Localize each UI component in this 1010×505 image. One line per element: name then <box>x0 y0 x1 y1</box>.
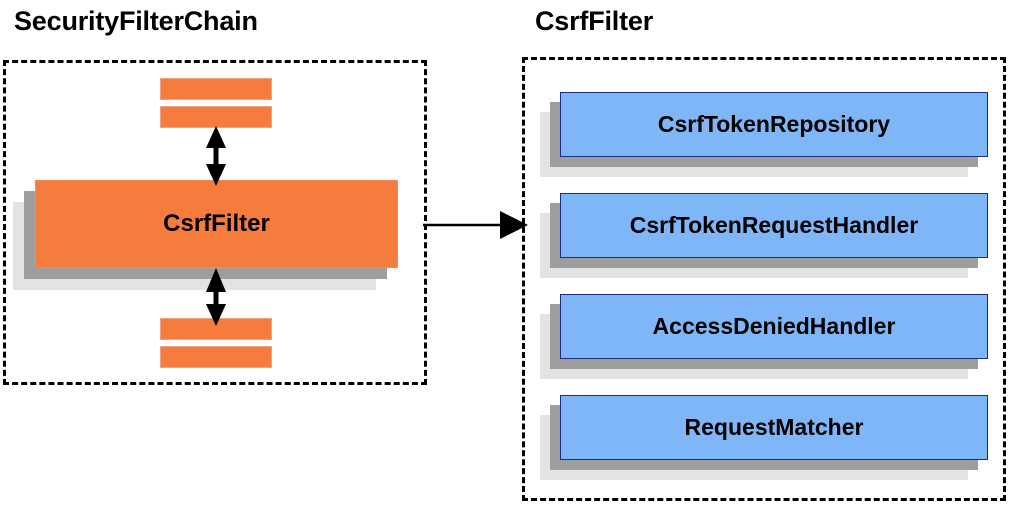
node-label: CsrfTokenRepository <box>657 111 891 137</box>
page-title-security-filter-chain: SecurityFilterChain <box>14 6 258 36</box>
panel-security-filter-chain <box>3 60 427 385</box>
filter-stub-above-1 <box>160 78 272 100</box>
node-label: AccessDeniedHandler <box>652 313 896 339</box>
node-face: CsrfFilter <box>35 180 398 268</box>
page-title-csrf-filter: CsrfFilter <box>535 6 654 36</box>
node-csrf-token-repository[interactable]: CsrfTokenRepository <box>540 92 988 177</box>
node-csrf-token-request-handler[interactable]: CsrfTokenRequestHandler <box>540 193 988 278</box>
arrow-chain-to-detail <box>423 211 528 239</box>
node-label: CsrfFilter <box>163 210 270 237</box>
node-access-denied-handler[interactable]: AccessDeniedHandler <box>540 294 988 379</box>
node-face: RequestMatcher <box>560 395 988 460</box>
node-face: CsrfTokenRequestHandler <box>560 193 988 258</box>
filter-stub-above-2 <box>160 106 272 128</box>
filter-stub-below-2 <box>160 346 272 368</box>
node-label: CsrfTokenRequestHandler <box>629 212 919 238</box>
node-face: AccessDeniedHandler <box>560 294 988 359</box>
node-label: RequestMatcher <box>684 414 864 440</box>
panel-csrf-filter-detail <box>522 57 1006 501</box>
filter-stub-below-1 <box>160 318 272 340</box>
node-csrf-filter[interactable]: CsrfFilter <box>13 180 398 290</box>
node-face: CsrfTokenRepository <box>560 92 988 157</box>
node-request-matcher[interactable]: RequestMatcher <box>540 395 988 480</box>
